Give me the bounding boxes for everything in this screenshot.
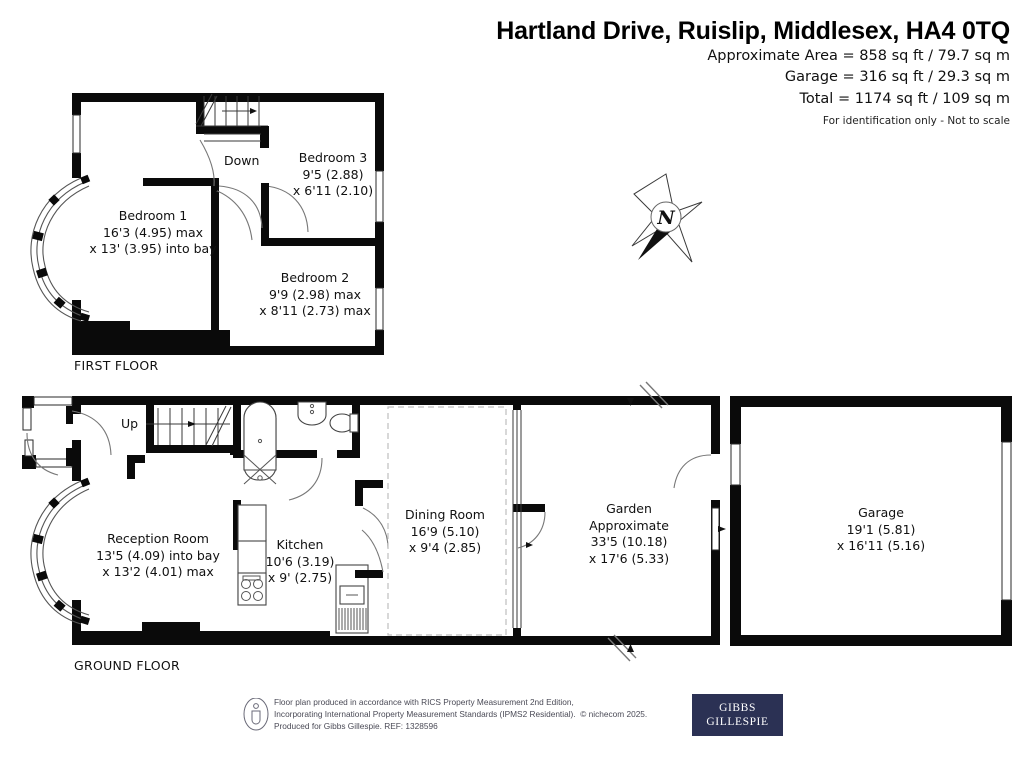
total-area-text: Total = 1174 sq ft / 109 sq m	[799, 91, 1010, 107]
logo-line-2: GILLESPIE	[706, 716, 769, 728]
door-bedroom3	[261, 183, 309, 233]
room-label-reception-room: Reception Room 13'5 (4.09) into bay x 13…	[96, 531, 220, 579]
porch	[22, 396, 112, 476]
room-label-dining-room: Dining Room 16'9 (5.10) x 9'4 (2.85)	[405, 507, 485, 555]
header-block: Hartland Drive, Ruislip, Middlesex, HA4 …	[496, 17, 1010, 130]
room-label-garden: Garden Approximate 33'5 (10.18) x 17'6 (…	[588, 501, 670, 566]
door-landing	[218, 185, 263, 229]
door-bedroom2	[199, 139, 215, 187]
bay-window-bedroom1	[30, 174, 91, 323]
compass-rose: N	[631, 173, 703, 263]
door-bathroom	[288, 457, 323, 501]
break-line-bottom	[607, 634, 637, 662]
kitchen-fixtures	[233, 500, 369, 634]
room-label-bedroom-3: Bedroom 3 9'5 (2.88) x 6'11 (2.10)	[292, 150, 374, 198]
wall-bedroom3-bedroom2	[268, 238, 384, 246]
disclaimer-text: For identification only - Not to scale	[822, 114, 1010, 127]
info-person-icon	[243, 698, 269, 731]
bay-window-reception	[30, 477, 91, 626]
footer-text: Floor plan produced in accordance with R…	[274, 697, 647, 732]
footer-line-2a: Incorporating International Property Mea…	[274, 708, 576, 719]
compass-north-label: N	[656, 207, 675, 229]
approx-area-text: Approximate Area = 858 sq ft / 79.7 sq m	[707, 47, 1010, 64]
first-floor-window-bedroom1-side	[72, 114, 81, 154]
first-floor-window-bedroom3	[375, 170, 384, 223]
ground-floor-plan	[22, 381, 1012, 662]
wall-bedroom3-left	[261, 185, 269, 246]
dining-room-extension-outline	[387, 406, 507, 636]
ground-floor-stairs	[146, 405, 238, 455]
wall-bedroom1-hall	[211, 185, 219, 355]
break-line-top	[627, 381, 669, 409]
wall-landing-bottom	[143, 178, 219, 186]
footer-line-3: Produced for Gibbs Gillespie. REF: 13285…	[274, 720, 438, 731]
page-title: Hartland Drive, Ruislip, Middlesex, HA4 …	[496, 17, 1010, 45]
wall-reception-hall	[127, 455, 135, 479]
gibbs-gillespie-logo: GIBBS GILLESPIE	[692, 694, 783, 736]
first-floor-plan	[30, 93, 384, 355]
footer-copyright: © nichecom 2025.	[580, 708, 648, 719]
footer-line-1: Floor plan produced in accordance with R…	[274, 697, 574, 707]
stairs-down-label: Down	[224, 153, 260, 168]
garage-walls	[730, 396, 1012, 646]
ground-floor-label: GROUND FLOOR	[74, 658, 180, 673]
stairs-up-label: Up	[121, 416, 139, 431]
wall-kitchen-dining	[355, 480, 389, 578]
room-label-kitchen: Kitchen 10'6 (3.19) x 9' (2.75)	[265, 537, 335, 585]
room-label-bedroom-2: Bedroom 2 9'9 (2.98) max x 8'11 (2.73) m…	[259, 270, 371, 318]
footer-line-2: Incorporating International Property Mea…	[274, 709, 647, 721]
wall-hall-vertical	[127, 455, 145, 463]
partition-dining-garden	[512, 396, 546, 642]
first-floor-label: FIRST FLOOR	[74, 358, 159, 373]
bathroom	[233, 396, 360, 485]
door-bedroom1	[211, 185, 253, 241]
garden-walls	[673, 396, 726, 645]
first-floor-window-bedroom2	[375, 287, 384, 331]
garage-area-text: Garage = 316 sq ft / 29.3 sq m	[784, 69, 1010, 86]
logo-line-1: GIBBS	[719, 701, 756, 714]
room-label-garage: Garage 19'1 (5.81) x 16'11 (5.16)	[836, 505, 926, 553]
room-label-bedroom-1: Bedroom 1 16'3 (4.95) max x 13' (3.95) i…	[89, 208, 217, 256]
